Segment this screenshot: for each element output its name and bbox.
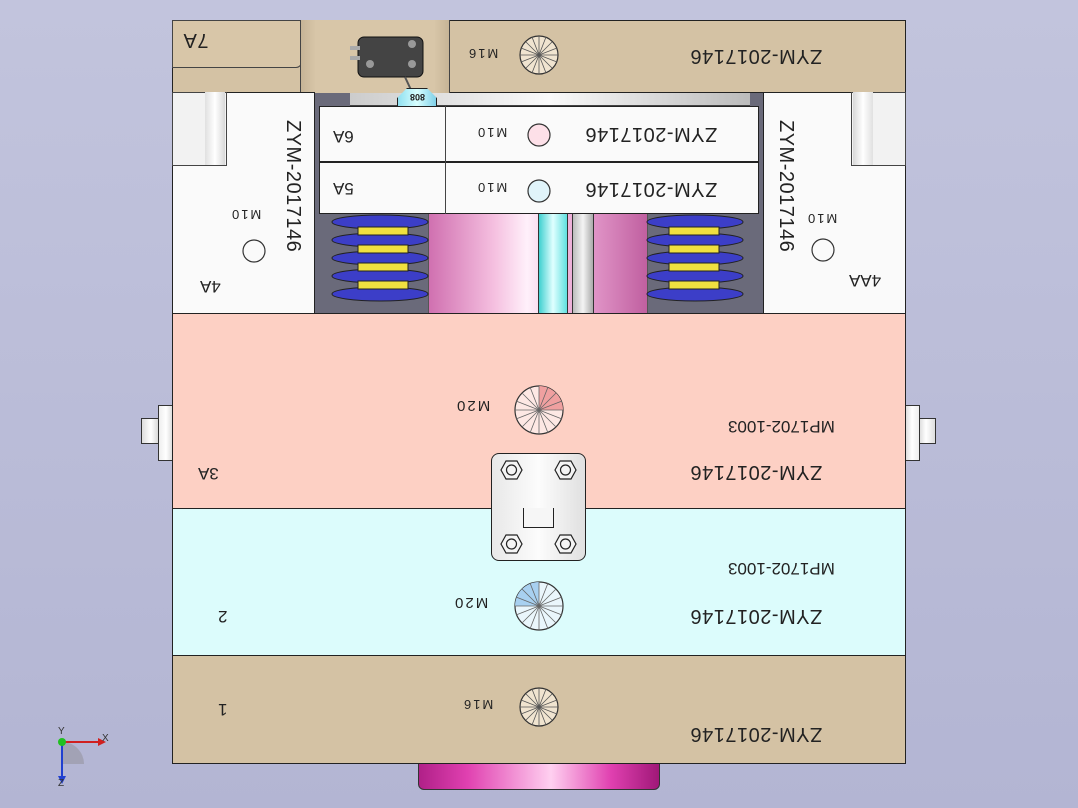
plate-6a-code: ZYM-2017146 — [585, 123, 718, 145]
plate-5a-hole-label: M10 — [476, 180, 508, 195]
triad-x-label: X — [102, 733, 109, 744]
plate-4aa-hole — [811, 238, 835, 262]
grey-guide-bar — [572, 210, 594, 314]
plate-7a-left-pocket — [172, 20, 302, 68]
plate-2-part: MP1702-1003 — [728, 559, 835, 578]
plate-4a-code: ZYM-2017146 — [282, 120, 304, 253]
plate-6a-id: 6A — [333, 127, 354, 146]
triad-z-label: Z — [58, 778, 65, 789]
plate-2-screw-hole — [514, 581, 564, 631]
plate-5a-divider — [445, 162, 446, 214]
plate-2-hole-label: M20 — [453, 594, 489, 611]
plate-3a-part: MP1702-1003 — [728, 417, 835, 436]
plate-6a-divider — [445, 106, 446, 162]
plate-2-id: 2 — [218, 607, 228, 626]
plate-7a-slot — [300, 20, 450, 93]
plate-5a-hole — [527, 179, 551, 203]
plate-4aa-id: 4AA — [849, 271, 882, 290]
right-pin-collar — [904, 405, 920, 461]
plate-4aa-code: ZYM-2017146 — [775, 120, 797, 253]
left-spring — [331, 214, 429, 302]
plate-1-code: ZYM-2017146 — [690, 723, 823, 745]
bottom-cylinder — [418, 760, 660, 790]
plate-3a-id: 3A — [198, 464, 219, 483]
plate-4a-hole-label: M10 — [230, 207, 262, 222]
plate-4aa-notch-shade — [853, 92, 873, 165]
plate-3a-hole-label: M20 — [455, 397, 491, 414]
plate-5a-id: 5A — [333, 179, 354, 198]
right-spring — [646, 214, 744, 302]
plate-4a-notch-shade — [205, 92, 225, 165]
plate-4aa-hole-label: M10 — [806, 211, 838, 226]
plate-6a-hole-label: M10 — [476, 125, 508, 140]
plate-1-hole-label: M16 — [462, 697, 494, 712]
triad-y-label: Y — [58, 726, 65, 737]
cyan-guide-bar — [538, 210, 568, 314]
plate-7a-hole-label: M16 — [467, 46, 499, 61]
plate-3a-screw-hole — [514, 385, 564, 435]
rod-top-collar — [350, 92, 750, 106]
micro-switch — [350, 36, 424, 93]
plate-4a-id: 4A — [200, 277, 221, 296]
coordinate-triad — [58, 738, 106, 784]
plate-3a-code: ZYM-2017146 — [690, 461, 823, 483]
clamp-bracket-slot — [523, 508, 554, 528]
switch-tag: 808 — [410, 92, 426, 102]
plate-5a-code: ZYM-2017146 — [585, 178, 718, 200]
plate-7a-code: ZYM-2017146 — [690, 45, 823, 67]
plate-4a-hole — [242, 239, 266, 263]
clamp-bolts — [500, 460, 577, 554]
plate-2-code: ZYM-2017146 — [690, 605, 823, 627]
plate-6a-hole — [527, 123, 551, 147]
plate-7a-screw-hole — [519, 35, 559, 75]
plate-1-screw-hole — [519, 687, 559, 727]
plate-7a-id: 7A — [183, 29, 209, 51]
plate-1-id: 1 — [218, 700, 228, 719]
